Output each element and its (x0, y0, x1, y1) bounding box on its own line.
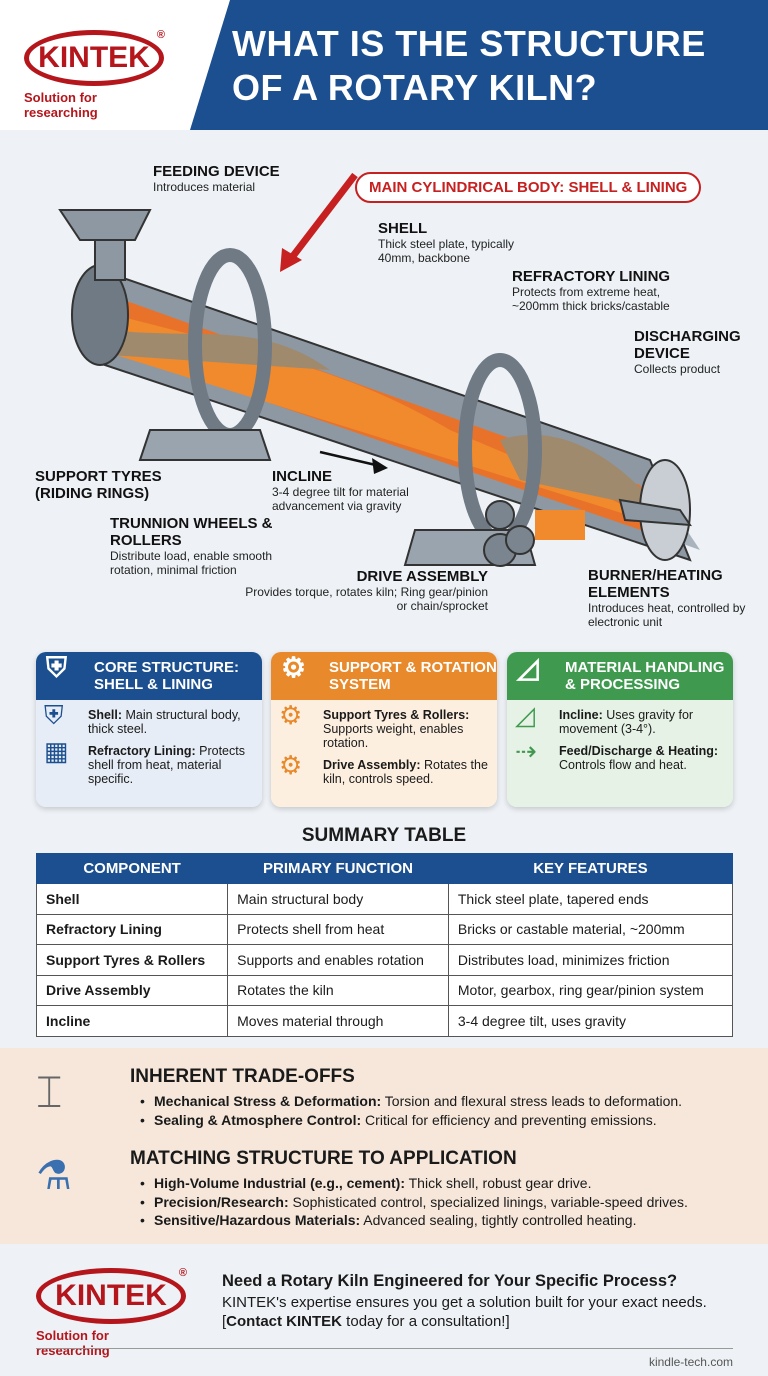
card-core-structure: ⛨CORE STRUCTURE: SHELL & LINING ⛨Shell: … (36, 652, 262, 807)
rotation-gear-icon: ⚙ (281, 652, 307, 683)
incline-icon: ◿ (517, 652, 539, 683)
drive-gears (483, 500, 535, 567)
stress-beam-icon: ⌶ (36, 1068, 63, 1117)
list-item: High-Volume Industrial (e.g., cement): T… (130, 1174, 688, 1193)
list-item: Mechanical Stress & Deformation: Torsion… (130, 1092, 682, 1111)
pipe-flow-icon: ⇢ (515, 736, 537, 766)
burner (535, 510, 585, 540)
list-item: Sensitive/Hazardous Materials: Advanced … (130, 1211, 688, 1230)
incline-icon: ◿ (515, 700, 535, 730)
arrow-head (280, 248, 302, 272)
feeding-hopper (58, 209, 152, 281)
shield-brick-icon: ⛨ (44, 700, 64, 730)
matching-section: MATCHING STRUCTURE TO APPLICATION High-V… (130, 1148, 688, 1230)
tradeoffs-section: INHERENT TRADE-OFFS Mechanical Stress & … (130, 1066, 682, 1129)
logo-reg: ® (156, 29, 165, 41)
shield-icon: ⛨ (46, 652, 68, 683)
card-support-rotation: ⚙SUPPORT & ROTATION SYSTEM ⚙Support Tyre… (271, 652, 497, 807)
footer-divider (36, 1348, 733, 1349)
drive-gear-icon: ⚙ (279, 750, 303, 780)
main-body-callout: MAIN CYLINDRICAL BODY: SHELL & LINING (355, 172, 702, 203)
gears-icon: ⚙ (279, 700, 303, 730)
main-body-arrow (287, 172, 358, 263)
kintek-logo[interactable]: KINTEK ® Solution for researching (24, 29, 174, 120)
header: KINTEK ® Solution for researching WHAT IS… (0, 0, 768, 130)
footer-kintek-logo[interactable]: KINTEK® Solution for researching (36, 1267, 187, 1358)
rotary-kiln-illustration (58, 172, 700, 567)
cta: Need a Rotary Kiln Engineered for Your S… (222, 1272, 707, 1330)
list-item: Precision/Research: Sophisticated contro… (130, 1193, 688, 1212)
brick-wall-icon: ▦ (44, 736, 69, 766)
summary-title: SUMMARY TABLE (301, 825, 467, 846)
logo-tagline: Solution for researching (24, 90, 98, 120)
incline-arrow (319, 450, 381, 468)
logo-text: KINTEK (38, 41, 150, 74)
flask-gear-shield-icon: ⚗ (36, 1154, 72, 1198)
list-item: Sealing & Atmosphere Control: Critical f… (130, 1111, 682, 1130)
site-url[interactable]: kindle-tech.com (648, 1355, 733, 1369)
title-banner (190, 0, 768, 130)
card-material-handling: ◿MATERIAL HANDLING & PROCESSING ◿Incline… (507, 652, 733, 807)
discharge-chute (618, 498, 692, 527)
tradeoffs-panel: ⌶ ⚗ INHERENT TRADE-OFFS Mechanical Stres… (0, 1048, 768, 1244)
contact-link[interactable]: Contact KINTEK (226, 1313, 343, 1330)
label-tyres: SUPPORT TYRES (RIDING RINGS) (35, 468, 162, 502)
